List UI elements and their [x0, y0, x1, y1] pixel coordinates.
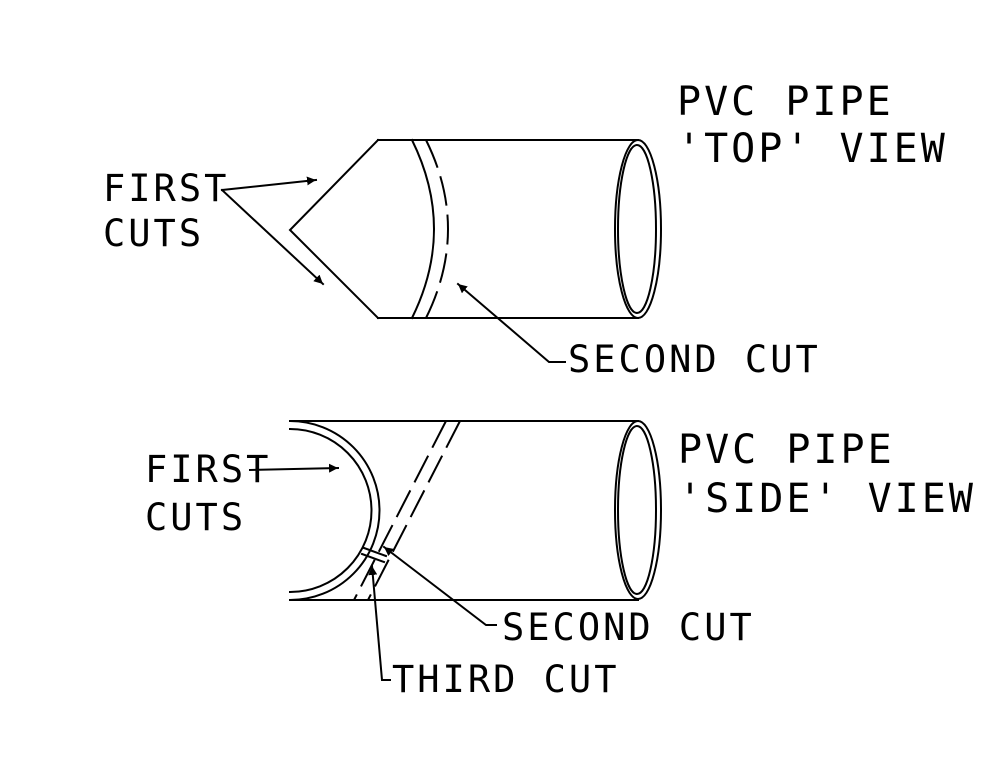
side-first-cuts-arrow [248, 463, 340, 473]
side-view-title-line2: 'SIDE' VIEW [678, 476, 976, 522]
top-pipe-outline [288, 138, 639, 320]
side-pipe-outline [289, 420, 639, 601]
top-first-cuts-arrow-upper [220, 176, 318, 192]
side-pipe-end-outer [614, 420, 662, 600]
side-second-cut-label: SECOND CUT [502, 606, 755, 649]
top-pipe-end-inner [617, 144, 657, 314]
side-first-cut-inner-arc [288, 427, 373, 594]
side-first-cut-outer-arc [288, 419, 381, 602]
top-pipe-end-outer [614, 139, 662, 319]
top-view-leaders [220, 176, 566, 363]
side-third-cut-arrow [368, 564, 391, 681]
top-first-cuts-line1: FIRST [103, 167, 229, 210]
side-view-leaders [248, 463, 497, 681]
side-third-cut-ticks [360, 546, 388, 564]
side-view-title-line1: PVC PIPE [678, 427, 895, 473]
side-first-cuts-line1: FIRST [145, 448, 271, 491]
top-first-cuts-line2: CUTS [103, 212, 204, 255]
side-pipe-end-inner [617, 425, 657, 595]
top-second-cut-solid [410, 138, 435, 320]
side-second-cut-arrow [382, 545, 497, 626]
top-second-cut-dashed [425, 139, 449, 319]
top-second-cut-label: SECOND CUT [568, 338, 821, 381]
top-first-cuts-arrow-lower [220, 188, 325, 286]
top-view-title-line1: PVC PIPE [677, 79, 894, 125]
side-third-cut-label: THIRD CUT [392, 658, 619, 701]
top-view-pipe [288, 138, 662, 320]
top-view-title-line2: 'TOP' VIEW [677, 126, 948, 172]
side-view-pipe [288, 419, 662, 602]
top-second-cut-arrow [456, 282, 566, 363]
side-second-cut-dashed-a [353, 420, 447, 601]
side-second-cut-dashed-b [367, 420, 461, 601]
side-first-cuts-line2: CUTS [145, 496, 246, 539]
